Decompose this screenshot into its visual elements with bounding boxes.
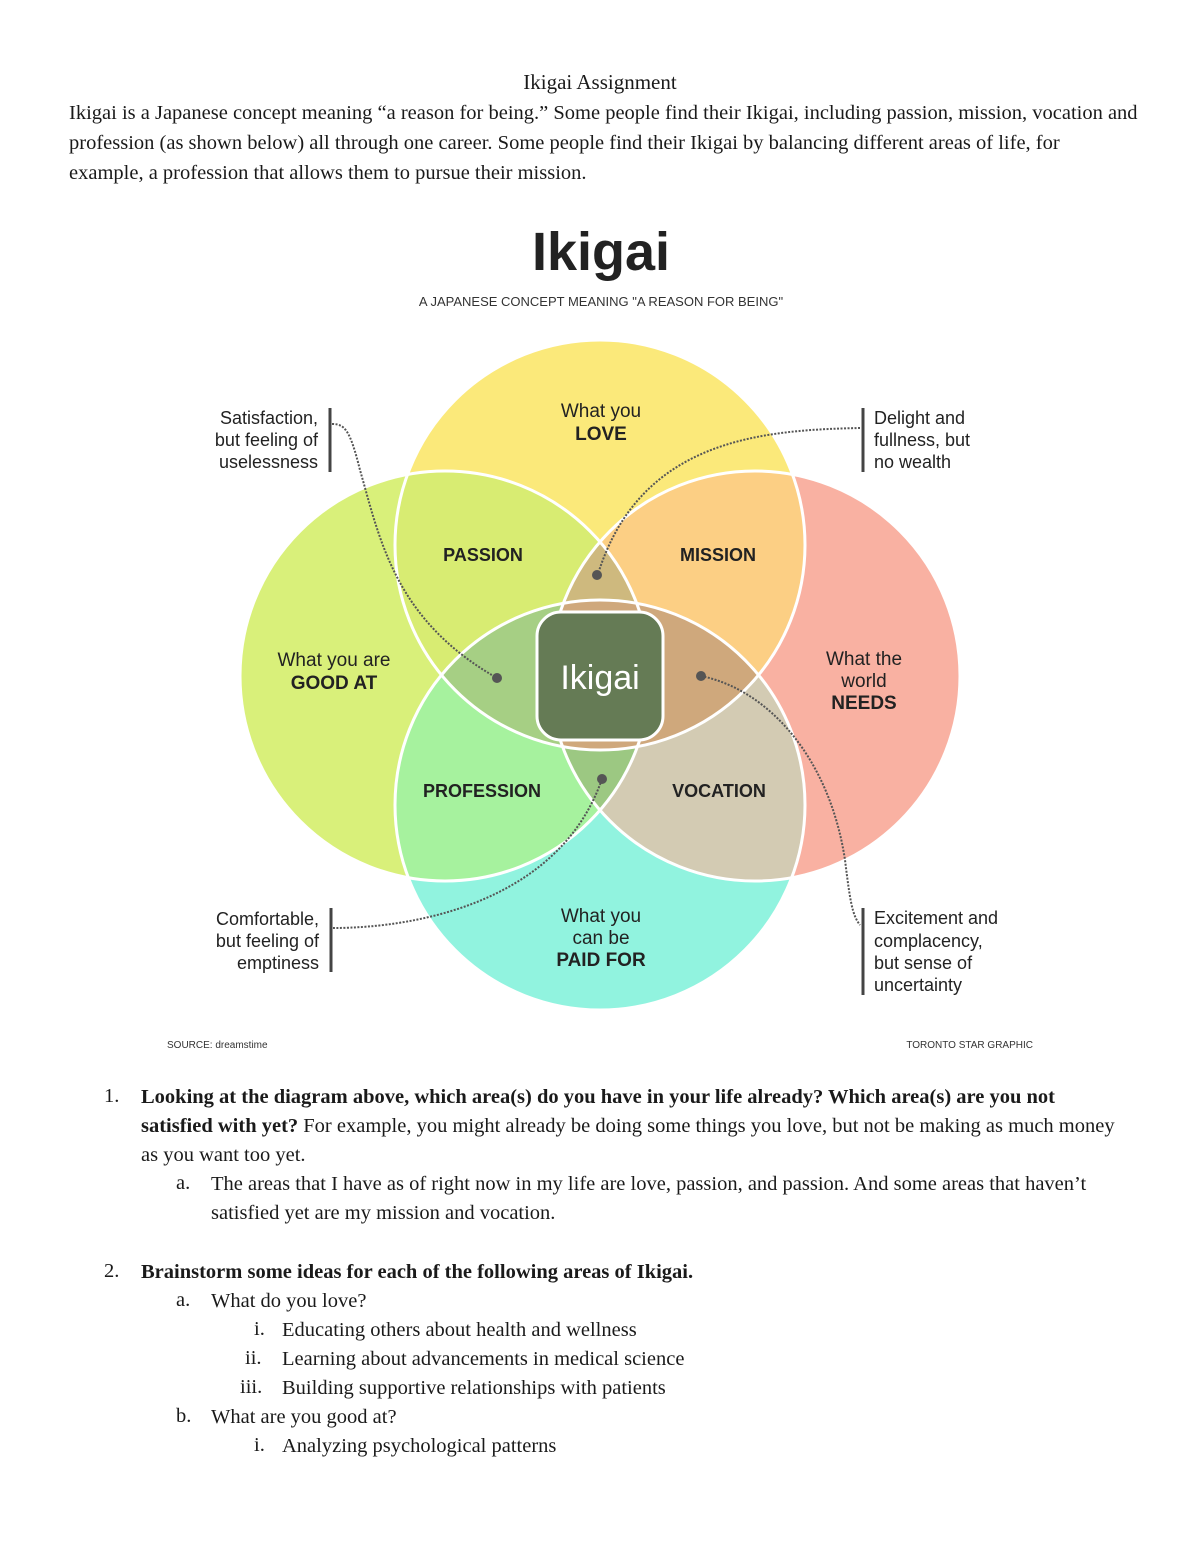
- intro-text: Ikigai is a Japanese concept meaning “a …: [69, 102, 1138, 184]
- q2a-text: What do you love?: [211, 1290, 367, 1312]
- overlap-love-needs-paid: [550, 600, 805, 750]
- q1-rest: For example, you might already be doing …: [141, 1115, 1115, 1166]
- callout-bottom-left-3: emptiness: [237, 953, 319, 973]
- diagram-title: Ikigai: [532, 222, 670, 282]
- paid-label-3: PAID FOR: [556, 950, 646, 971]
- callout-top-left-1: Satisfaction,: [220, 408, 318, 428]
- needs-label-1: What the: [826, 649, 902, 670]
- callout-top-right-1: Delight and: [874, 408, 965, 428]
- q1-text: Looking at the diagram above, which area…: [141, 1083, 1126, 1170]
- diagram-subtitle: A JAPANESE CONCEPT MEANING "A REASON FOR…: [419, 294, 784, 309]
- overlap-love-good-paid: [395, 600, 650, 750]
- callout-bottom-right-2: complacency,: [874, 931, 983, 951]
- q2a-item-3-label: iii.: [240, 1376, 263, 1398]
- callout-top-right-2: fullness, but: [874, 430, 970, 450]
- q2a-item-2-label: ii.: [245, 1347, 262, 1369]
- intro-paragraph: Ikigai is a Japanese concept meaning “a …: [69, 98, 1139, 188]
- vocation-label: VOCATION: [672, 781, 766, 801]
- q2a-label: a.: [176, 1289, 191, 1311]
- q1a-text: The areas that I have as of right now in…: [211, 1173, 1087, 1224]
- q2-text: Brainstorm some ideas for each of the fo…: [141, 1258, 1126, 1287]
- q1-number: 1.: [104, 1085, 120, 1107]
- connector-top-right: [597, 427, 861, 575]
- q2-bold: Brainstorm some ideas for each of the fo…: [141, 1261, 694, 1283]
- connector-dot-bottom-right: [696, 671, 706, 681]
- mission-label: MISSION: [680, 545, 756, 565]
- passion-label: PASSION: [443, 545, 523, 565]
- connector-dot-bottom-left: [597, 774, 607, 784]
- love-label-2: LOVE: [575, 424, 627, 445]
- callout-bottom-right-1: Excitement and: [874, 908, 998, 928]
- diagram-credit: TORONTO STAR GRAPHIC: [906, 1040, 1033, 1051]
- callout-top-left-2: but feeling of: [215, 430, 319, 450]
- callout-bottom-right-4: uncertainty: [874, 975, 962, 995]
- callout-bottom-left-1: Comfortable,: [216, 909, 319, 929]
- good-at-label-2: GOOD AT: [291, 673, 378, 694]
- callout-top-left-3: uselessness: [219, 452, 318, 472]
- q2a-item-3: Building supportive relationships with p…: [282, 1377, 666, 1399]
- paid-label-1: What you: [561, 906, 641, 927]
- connector-bottom-left: [332, 778, 603, 929]
- callout-bottom-right-3: but sense of: [874, 953, 973, 973]
- callout-top-right-3: no wealth: [874, 452, 951, 472]
- love-label-1: What you: [561, 401, 641, 422]
- center-label: Ikigai: [560, 659, 639, 697]
- diagram-source: SOURCE: dreamstime: [167, 1040, 268, 1051]
- q2a-item-1-label: i.: [254, 1318, 265, 1340]
- callout-bottom-left-2: but feeling of: [216, 931, 320, 951]
- q1-bold: Looking at the diagram above, which area…: [141, 1086, 1055, 1137]
- ikigai-center: [535, 610, 665, 742]
- q2b-label: b.: [176, 1405, 192, 1427]
- q2b-text: What are you good at?: [211, 1406, 397, 1428]
- needs-label-2: world: [840, 671, 886, 692]
- needs-label-3: NEEDS: [831, 693, 896, 714]
- good-at-label-1: What you are: [278, 650, 391, 671]
- connector-dot-top-right: [592, 570, 602, 580]
- paid-label-2: can be: [572, 928, 629, 949]
- q2a-item-1: Educating others about health and wellne…: [282, 1319, 637, 1341]
- q2b-item-1: Analyzing psychological patterns: [282, 1435, 557, 1457]
- profession-label: PROFESSION: [423, 781, 541, 801]
- connector-bottom-right: [700, 675, 861, 926]
- q2a-item-2: Learning about advancements in medical s…: [282, 1348, 685, 1370]
- q1a-label: a.: [176, 1172, 191, 1194]
- q2b-item-1-label: i.: [254, 1434, 265, 1456]
- ikigai-diagram: Ikigai A JAPANESE CONCEPT MEANING "A REA…: [167, 222, 1033, 1051]
- document-title: Ikigai Assignment: [523, 70, 677, 94]
- q2-number: 2.: [104, 1260, 120, 1282]
- connector-dot-top-left: [492, 673, 502, 683]
- connector-top-left: [331, 423, 498, 679]
